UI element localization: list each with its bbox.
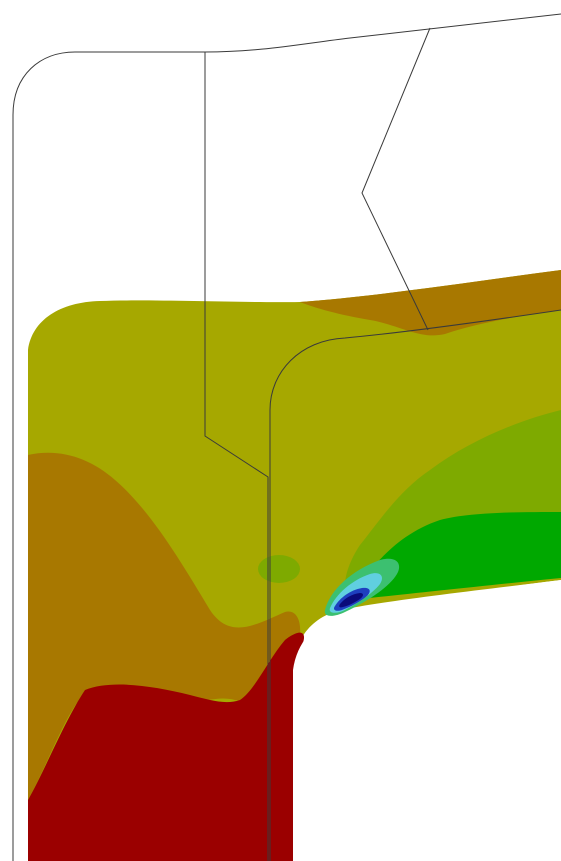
inner-cutout [293,580,561,861]
partition-line-zigzag [361,27,431,331]
contour-region-orange-left [28,452,301,800]
outer-boundary-line [12,13,561,861]
contour-region-navy [339,593,363,608]
contour-region-green [350,512,561,600]
partition-line-left [204,52,269,861]
contour-region-dark-red [28,632,305,861]
inner-boundary-line [269,309,561,861]
contour-island-green [258,555,300,583]
